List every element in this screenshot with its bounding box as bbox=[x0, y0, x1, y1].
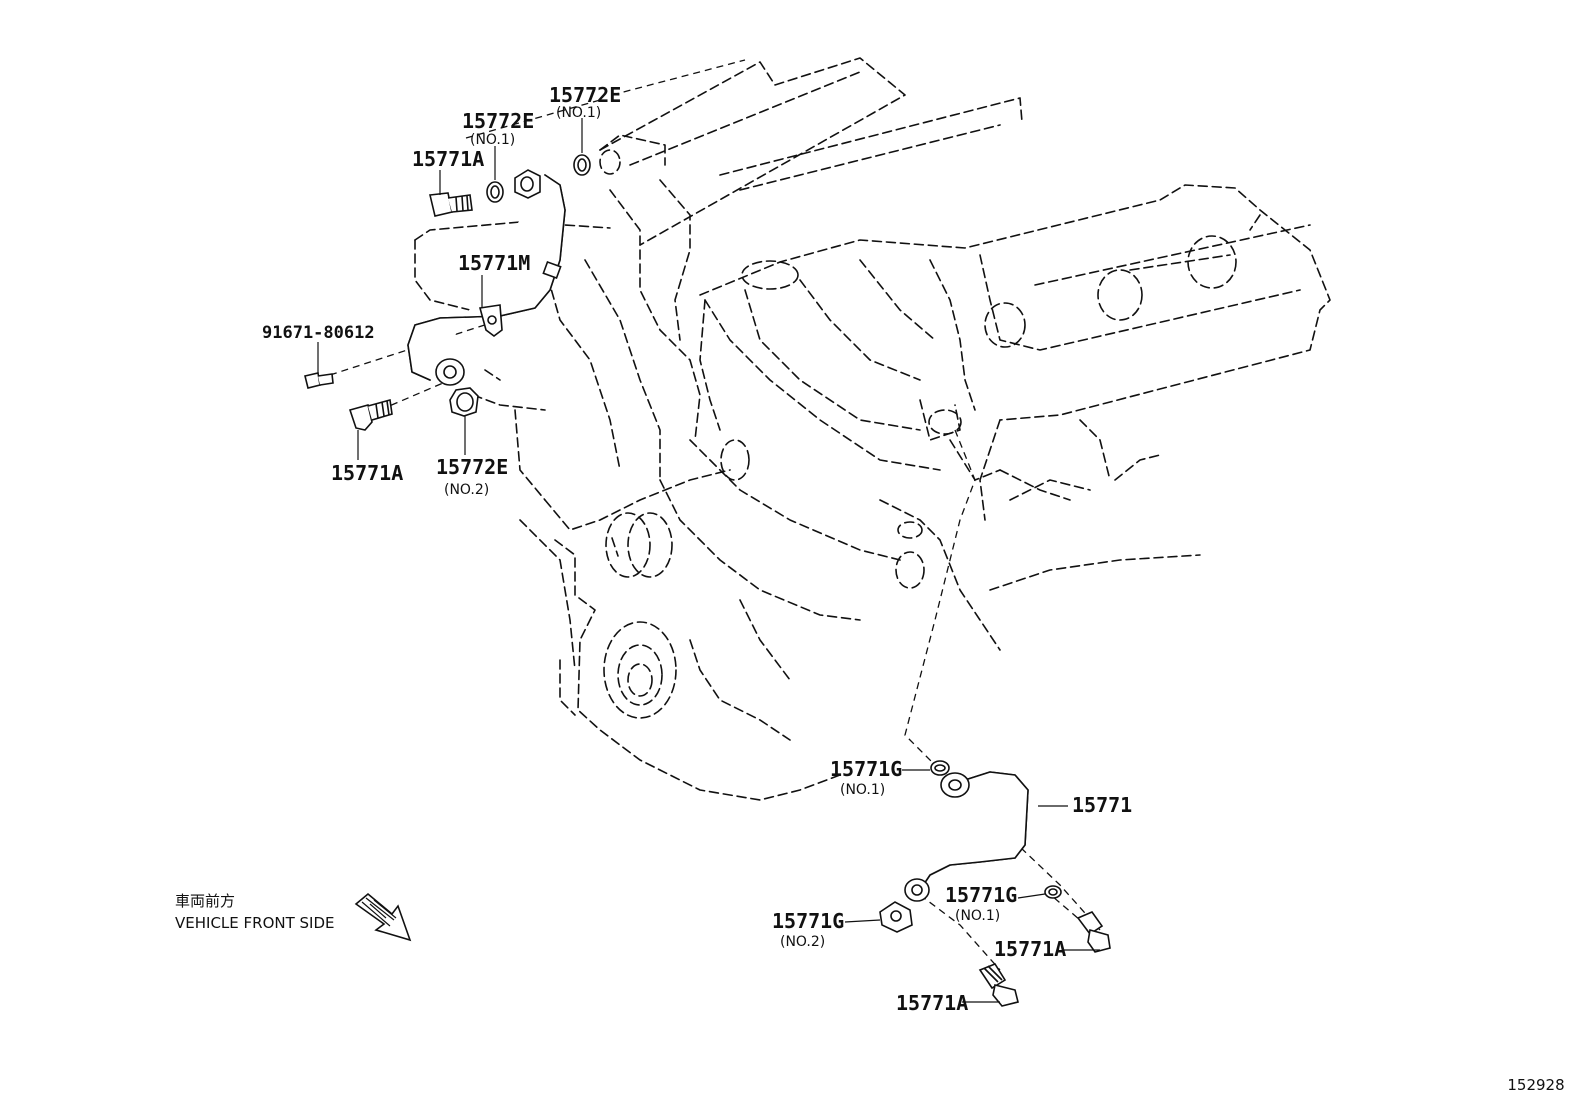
label-upper-gasket-no1-left: 15772E bbox=[462, 109, 534, 133]
upper-gasket-no1-right bbox=[573, 154, 591, 176]
sublabel-gasket-no2: (NO.2) bbox=[444, 482, 489, 498]
lower-gasket-no2 bbox=[879, 901, 913, 933]
label-lower-union-bolt-bottom: 15771A bbox=[896, 991, 968, 1015]
sublabel-upper-gasket-no1-left: (NO.1) bbox=[470, 132, 515, 148]
leader-lines bbox=[317, 118, 1100, 1003]
lower-oil-pipe bbox=[904, 771, 1029, 902]
front-arrow-icon bbox=[354, 892, 412, 942]
vehicle-front-note: 車両前方 VEHICLE FRONT SIDE bbox=[175, 892, 412, 942]
part-labels: 15772E (NO.1) 15772E (NO.1) 15771A 15771… bbox=[262, 83, 1132, 1015]
label-upper-pipe: 15771M bbox=[458, 251, 530, 275]
figure-number: 152928 bbox=[1507, 1076, 1564, 1094]
label-lower-gasket-no1-right: 15771G bbox=[945, 883, 1017, 907]
label-lower-gasket-no1-left: 15771G bbox=[830, 757, 902, 781]
label-lower-pipe: 15771 bbox=[1072, 793, 1132, 817]
label-gasket-no2: 15772E bbox=[436, 455, 508, 479]
lower-gasket-no1-left bbox=[930, 760, 950, 776]
label-lower-union-bolt-right: 15771A bbox=[994, 937, 1066, 961]
upper-oil-pipe-assembly bbox=[407, 169, 566, 386]
sublabel-lower-gasket-no2: (NO.2) bbox=[780, 934, 825, 950]
sublabel-lower-gasket-no1-right: (NO.1) bbox=[955, 908, 1000, 924]
lower-gasket-no1-right bbox=[1044, 885, 1062, 899]
assembly-lines bbox=[329, 59, 1101, 971]
lower-union-bolt-right bbox=[1076, 911, 1111, 953]
front-note-en: VEHICLE FRONT SIDE bbox=[175, 914, 335, 932]
label-clamp-bolt: 91671-80612 bbox=[262, 323, 375, 343]
upper-union-bolt bbox=[429, 192, 473, 217]
label-upper-union-bolt: 15771A bbox=[412, 147, 484, 171]
lower-union-bolt-bottom bbox=[978, 963, 1019, 1007]
engine-block-outline bbox=[414, 57, 1331, 801]
sublabel-lower-gasket-no1-left: (NO.1) bbox=[840, 782, 885, 798]
clamp-bolt bbox=[304, 372, 334, 389]
label-upper-gasket-no1-right: 15772E bbox=[549, 83, 621, 107]
front-note-jp: 車両前方 bbox=[175, 892, 235, 910]
label-lower-gasket-no2: 15771G bbox=[772, 909, 844, 933]
sublabel-upper-gasket-no1-right: (NO.1) bbox=[556, 105, 601, 121]
lower-left-union-bolt bbox=[348, 398, 393, 431]
upper-gasket-no1-left bbox=[486, 181, 504, 203]
gasket-no2 bbox=[449, 387, 479, 417]
label-lower-left-union-bolt: 15771A bbox=[331, 461, 403, 485]
